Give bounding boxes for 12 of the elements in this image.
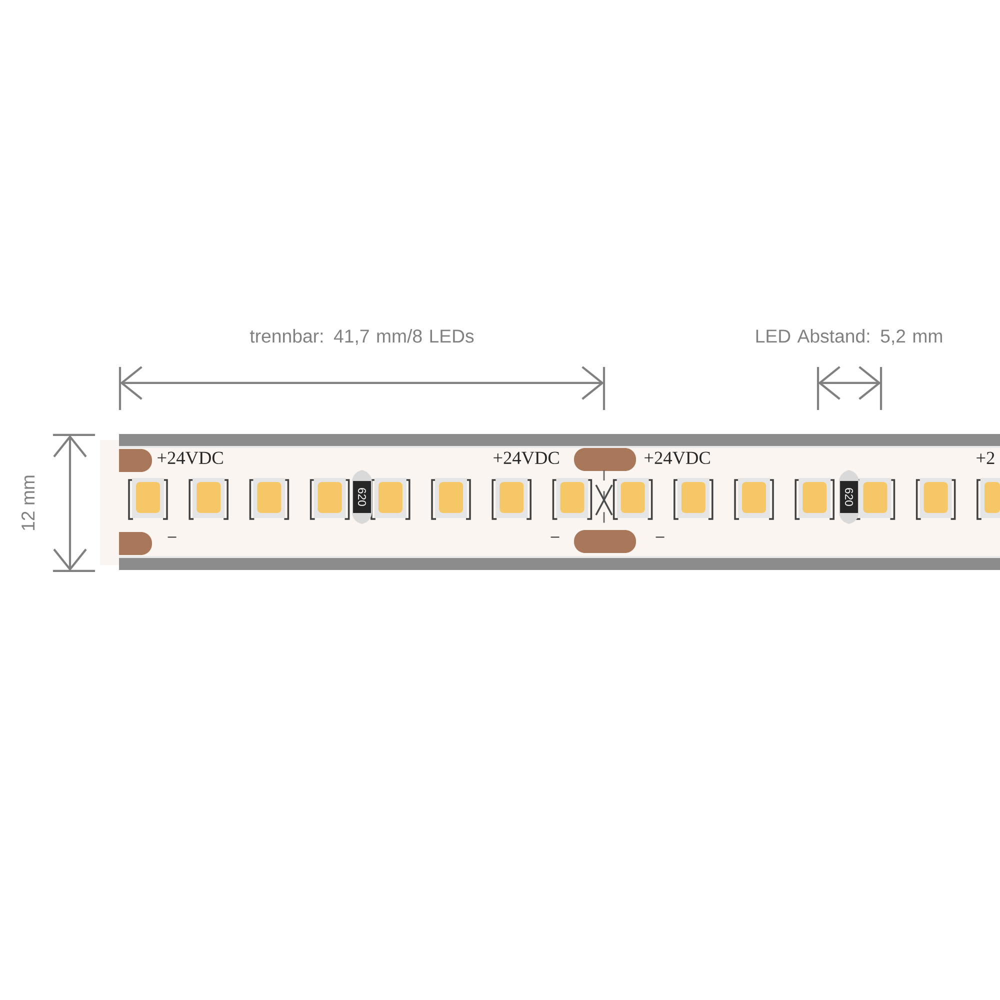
printed-marking: +24VDC xyxy=(158,452,223,464)
printed-marking: +24VDC xyxy=(644,452,710,464)
printed-marking: − xyxy=(550,536,560,538)
printed-marking: − xyxy=(656,536,664,538)
dimension-label: LED Abstand: 5,2 mm xyxy=(756,329,942,345)
printed-marking: − xyxy=(168,536,176,538)
printed-marking: +2 xyxy=(976,452,994,464)
printed-marking: +24VDC xyxy=(494,452,559,464)
resistor-marking: 620 xyxy=(845,488,853,506)
dimension-label: 12 mm xyxy=(22,476,34,530)
resistor-marking: 620 xyxy=(358,488,366,506)
dimension-label: trennbar: 41,7 mm/8 LEDs xyxy=(250,329,474,345)
